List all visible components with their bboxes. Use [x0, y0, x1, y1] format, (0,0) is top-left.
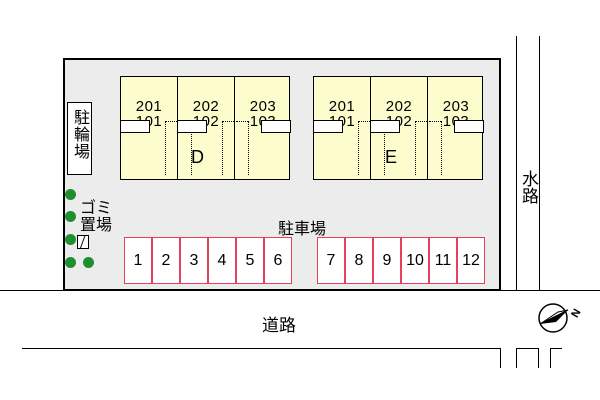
waterway-label: 水路 [519, 170, 538, 204]
stair-outline [248, 121, 249, 175]
bicycle-parking-label: 駐輪場 [71, 109, 88, 160]
structure-outline [550, 348, 562, 368]
unit-number-upper: 203 [249, 98, 277, 115]
stair-outline [165, 121, 166, 175]
building-letter: D [191, 147, 204, 167]
road-edge-lower [22, 348, 500, 349]
parking-space: 7 [317, 237, 345, 284]
stair-outline [165, 121, 177, 122]
unit-number-upper: 202 [385, 98, 413, 115]
tree-icon [83, 257, 94, 268]
waterway-edge-right [539, 36, 540, 290]
waterway-edge-left [516, 36, 517, 290]
tree-icon [65, 257, 76, 268]
bicycle-parking: 駐輪場 [67, 102, 92, 175]
entrance-step [454, 120, 484, 133]
entrance-step [313, 120, 343, 133]
garbage-box [77, 235, 89, 249]
stair-outline [358, 121, 370, 122]
unit [178, 77, 235, 179]
road-edge-upper [0, 290, 600, 291]
unit-number-upper: 203 [442, 98, 470, 115]
stair-outline [358, 121, 359, 175]
stair-outline [384, 121, 385, 175]
garbage-area-label-line2: 置場 [80, 217, 113, 234]
parking-space: 12 [457, 237, 485, 284]
parking-space: 4 [208, 237, 236, 284]
parking-lot-label: 駐車場 [278, 221, 327, 238]
parking-space: 6 [264, 237, 292, 284]
stair-outline [222, 121, 234, 122]
entrance-step [261, 120, 291, 133]
compass-north-icon: N [538, 303, 584, 333]
stair-outline [236, 121, 248, 122]
parking-space: 11 [429, 237, 457, 284]
structure-outline [516, 348, 539, 368]
stair-outline [415, 121, 416, 175]
structure-line [500, 348, 501, 368]
road-label: 道路 [262, 316, 296, 335]
stair-outline [222, 121, 223, 175]
tree-icon [65, 234, 76, 245]
parking-space: 9 [373, 237, 401, 284]
unit-number-upper: 201 [328, 98, 356, 115]
building-letter: E [385, 147, 398, 167]
entrance-step [370, 120, 400, 133]
unit-number-upper: 202 [192, 98, 220, 115]
stair-outline [415, 121, 427, 122]
tree-icon [65, 189, 76, 200]
stair-outline [429, 121, 441, 122]
compass-north-label: N [569, 307, 583, 320]
stair-outline [191, 121, 192, 175]
parking-space: 5 [236, 237, 264, 284]
tree-icon [65, 211, 76, 222]
parking-space: 10 [401, 237, 429, 284]
parking-space: 3 [180, 237, 208, 284]
parking-space: 2 [152, 237, 180, 284]
unit [371, 77, 428, 179]
garbage-area-label-line1: ゴミ [80, 200, 113, 217]
parking-space: 8 [345, 237, 373, 284]
garbage-area-label: ゴミ 置場 [80, 200, 112, 234]
unit-number-upper: 201 [135, 98, 163, 115]
stair-outline [441, 121, 442, 175]
entrance-step [120, 120, 150, 133]
entrance-step [177, 120, 207, 133]
parking-space: 1 [124, 237, 152, 284]
